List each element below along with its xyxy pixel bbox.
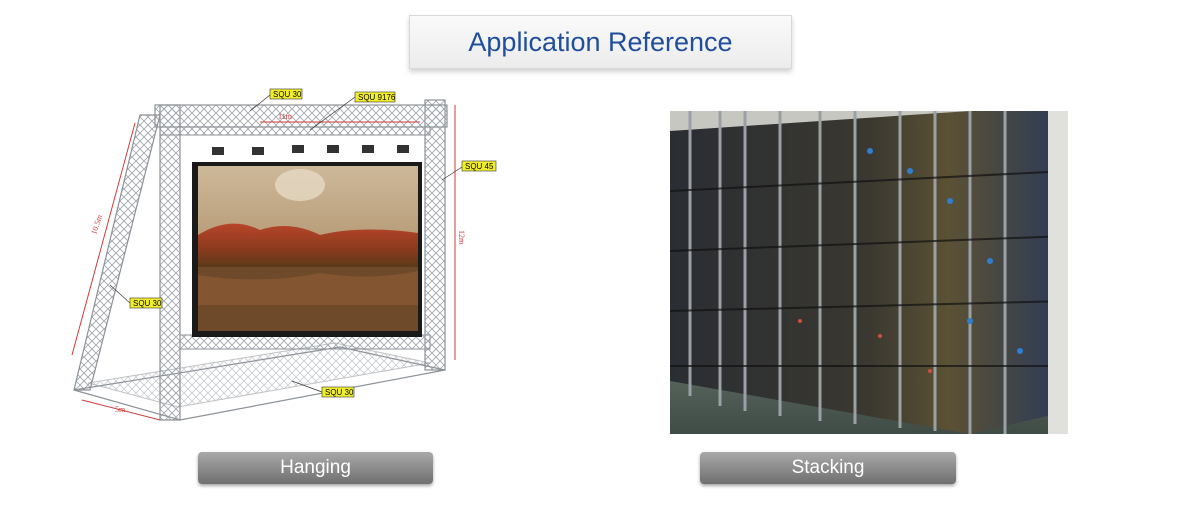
title-banner: Application Reference (409, 15, 792, 69)
dim-height-right: 12m (457, 230, 466, 245)
mid-base-truss (179, 334, 431, 350)
left-diagonal-truss (73, 114, 161, 391)
hanging-truss-illustration: 10.5m 11m 12m 5m SQU 30 SQU 9176 SQU 45 … (71, 88, 497, 421)
dimension-lines (71, 105, 456, 421)
tag-squ9176: SQU 9176 (358, 93, 396, 102)
right-tower (424, 99, 446, 371)
hanging-label: Hanging (280, 457, 351, 478)
tag-squ30-bottom: SQU 30 (325, 388, 354, 397)
tag-squ30-left: SQU 30 (133, 299, 162, 308)
tag-squ45: SQU 45 (465, 162, 494, 171)
hanging-label-button: Hanging (198, 452, 433, 484)
dim-height-left: 10.5m (89, 213, 104, 236)
stacking-label: Stacking (791, 457, 865, 478)
dim-width: 11m (278, 112, 293, 121)
stacking-label-button: Stacking (700, 452, 956, 484)
led-screen (192, 162, 422, 337)
dim-depth: 5m (115, 405, 126, 414)
stacking-photo (670, 111, 1068, 434)
tag-squ30-top: SQU 30 (273, 90, 302, 99)
top-truss (154, 104, 448, 128)
page-title: Application Reference (468, 26, 733, 57)
chain-hoists (212, 145, 409, 155)
